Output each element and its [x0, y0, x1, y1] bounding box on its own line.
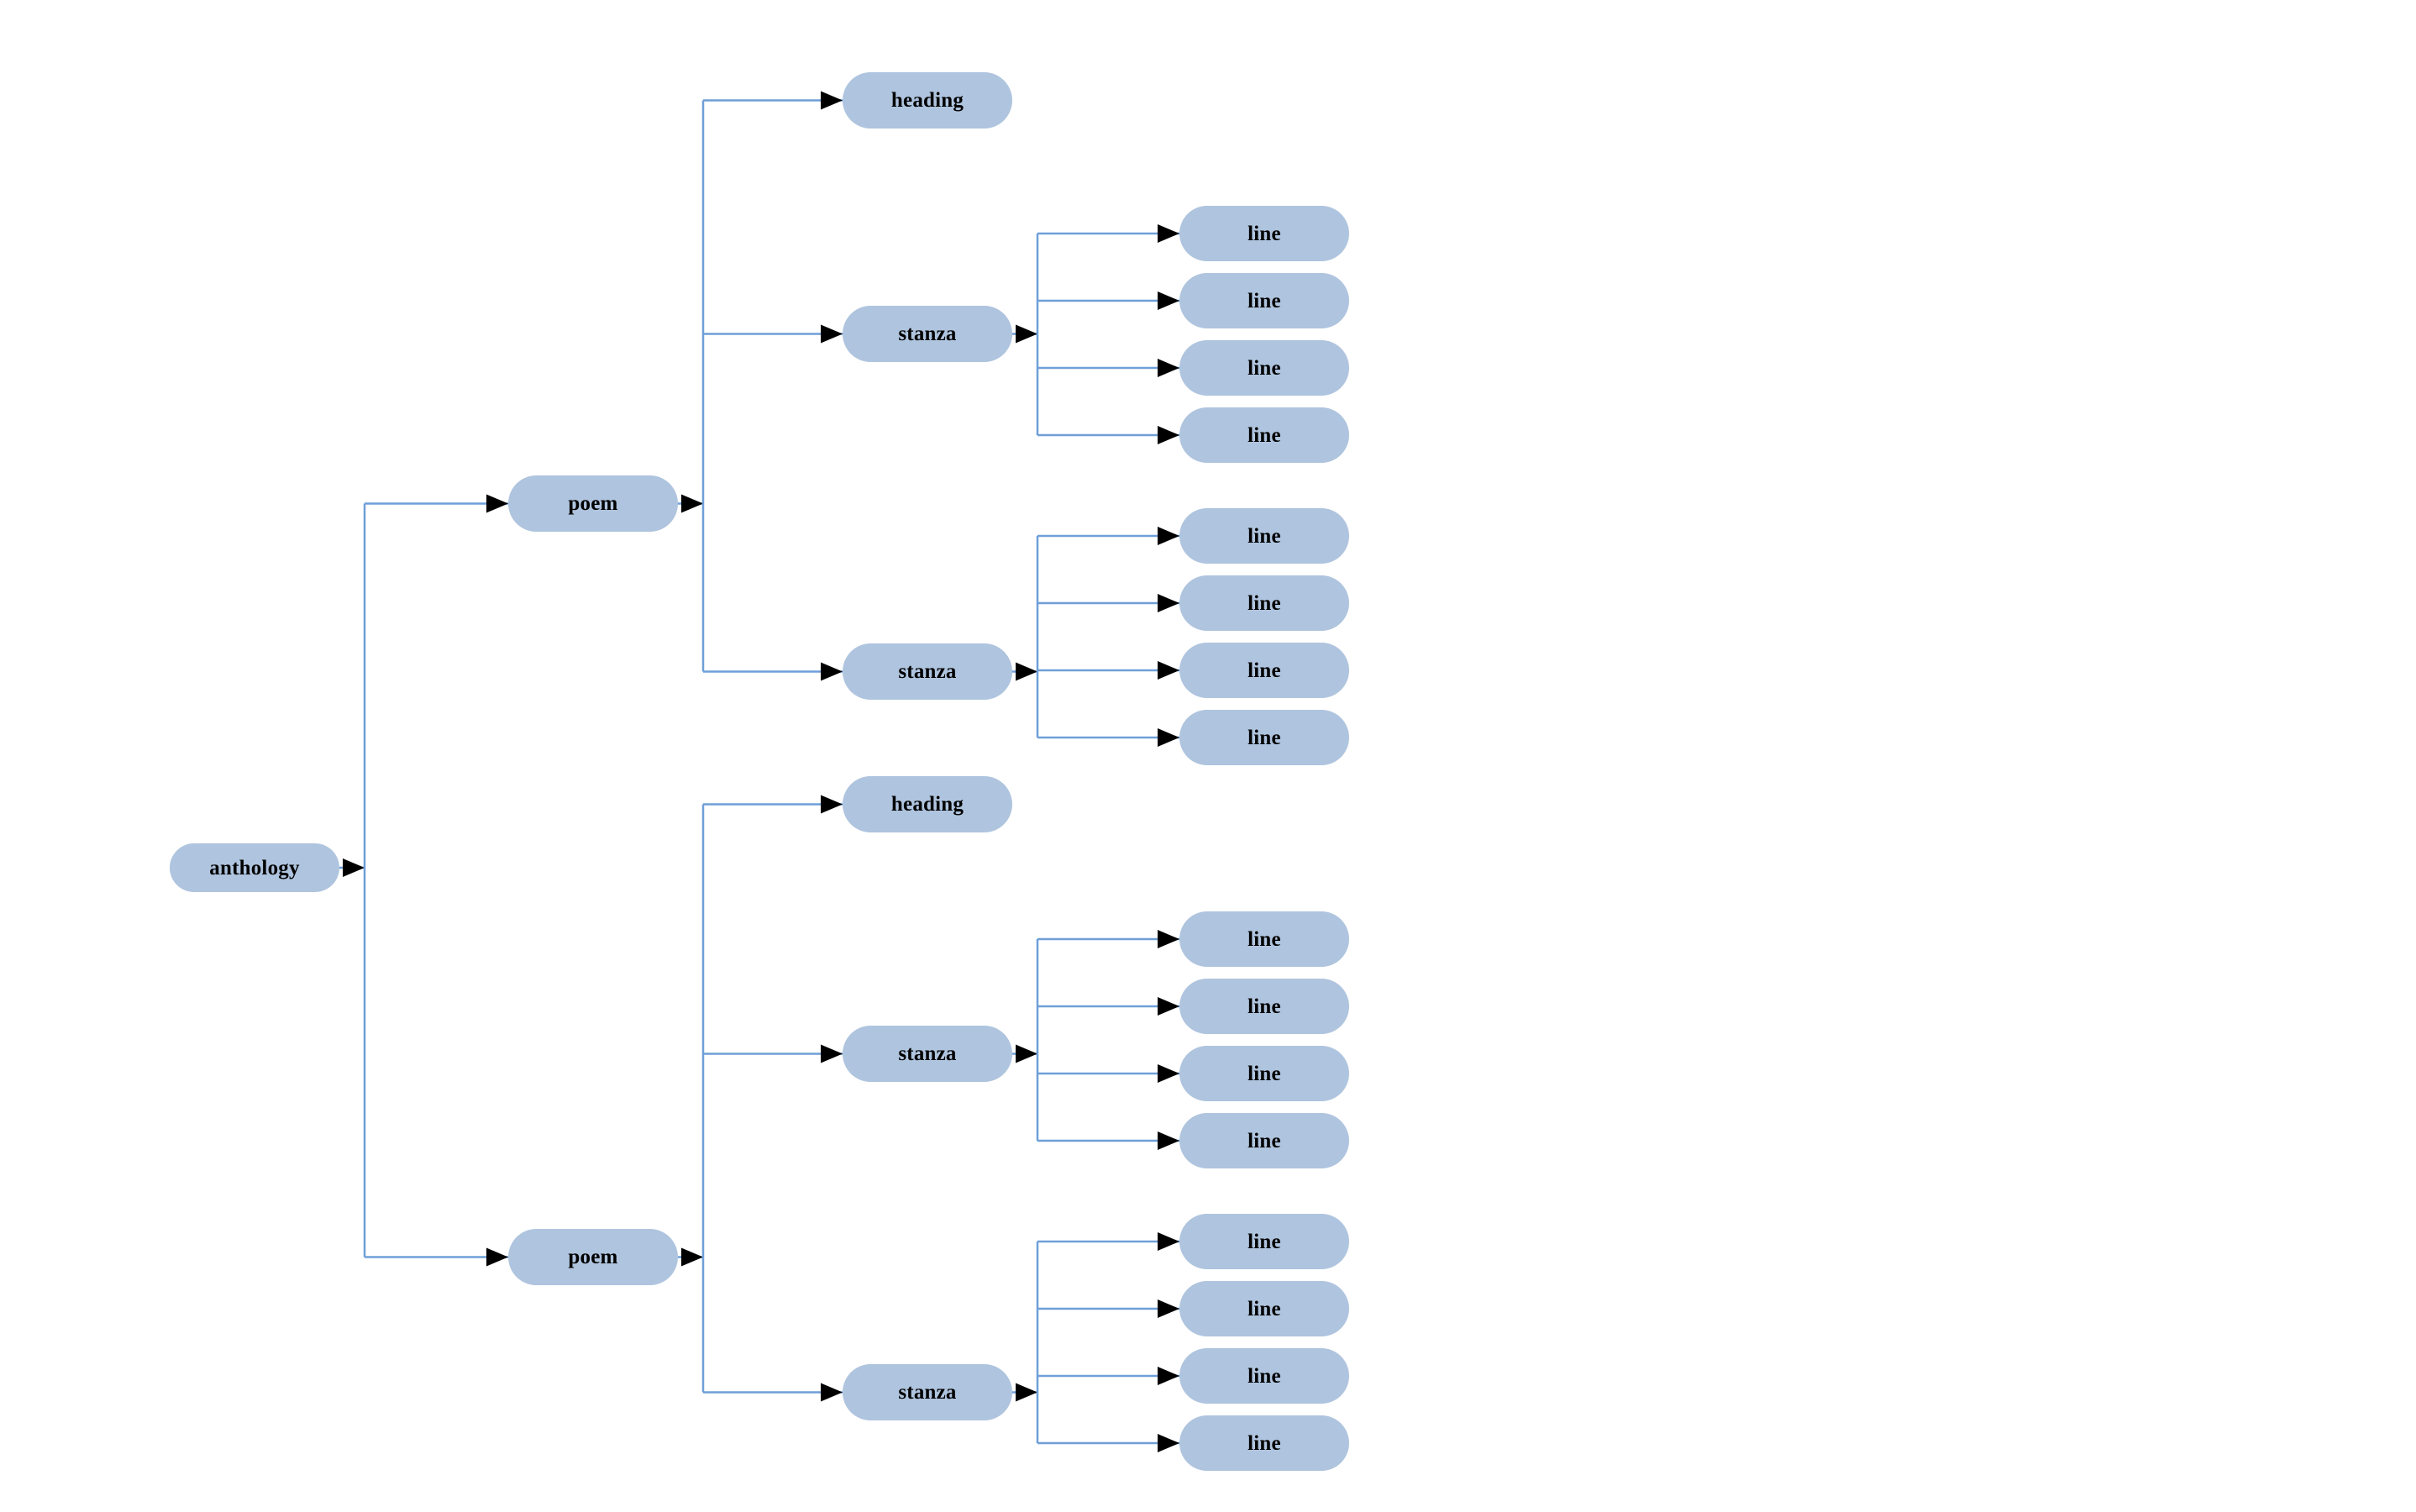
- arrowhead: [1158, 1434, 1179, 1452]
- node-label: line: [1247, 927, 1281, 951]
- node-label: line: [1247, 222, 1281, 245]
- node-stanza1b[interactable]: stanza: [843, 643, 1012, 700]
- arrowhead: [1158, 426, 1179, 444]
- node-heading1[interactable]: heading: [843, 72, 1012, 129]
- arrowhead: [1158, 1064, 1179, 1083]
- arrowhead: [821, 662, 843, 681]
- node-label: line: [1247, 1129, 1281, 1152]
- arrowhead: [1158, 527, 1179, 545]
- node-line2a1[interactable]: line: [1179, 911, 1349, 967]
- node-label: line: [1247, 356, 1281, 380]
- arrowhead: [821, 795, 843, 814]
- node-stanza2a[interactable]: stanza: [843, 1026, 1012, 1082]
- node-line2b2[interactable]: line: [1179, 1281, 1349, 1336]
- node-label: stanza: [898, 323, 957, 345]
- node-label: anthology: [209, 856, 300, 879]
- arrowhead: [1158, 224, 1179, 243]
- node-heading2[interactable]: heading: [843, 776, 1012, 832]
- arrowhead: [486, 494, 508, 513]
- arrowhead: [1158, 661, 1179, 680]
- arrowhead: [821, 1044, 843, 1063]
- node-label: line: [1247, 591, 1281, 615]
- arrowhead: [1158, 728, 1179, 747]
- node-line1a4[interactable]: line: [1179, 407, 1349, 463]
- node-stanza2b[interactable]: stanza: [843, 1364, 1012, 1420]
- node-label: line: [1247, 1062, 1281, 1085]
- arrowhead-bus-stanza2b: [1016, 1383, 1037, 1402]
- arrowhead: [821, 1383, 843, 1402]
- node-label: poem: [568, 1246, 618, 1268]
- arrowhead-bus-stanza1a: [1016, 324, 1037, 344]
- node-label: line: [1247, 1230, 1281, 1253]
- node-line2b3[interactable]: line: [1179, 1348, 1349, 1404]
- node-label: heading: [890, 793, 964, 816]
- node-label: poem: [568, 492, 618, 515]
- node-label: stanza: [898, 1381, 957, 1404]
- node-label: stanza: [898, 660, 957, 683]
- arrowhead: [1158, 359, 1179, 377]
- arrowhead: [1158, 1131, 1179, 1150]
- node-poem2[interactable]: poem: [508, 1229, 678, 1285]
- arrowhead: [1158, 1232, 1179, 1251]
- node-label: line: [1247, 1364, 1281, 1388]
- arrowhead: [1158, 930, 1179, 948]
- node-poem1[interactable]: poem: [508, 475, 678, 532]
- node-label: line: [1247, 1297, 1281, 1320]
- node-label: line: [1247, 995, 1281, 1018]
- node-line2a4[interactable]: line: [1179, 1113, 1349, 1168]
- node-line2a2[interactable]: line: [1179, 979, 1349, 1034]
- node-line1a2[interactable]: line: [1179, 273, 1349, 328]
- node-anthology[interactable]: anthology: [170, 843, 339, 892]
- node-label: line: [1247, 289, 1281, 312]
- node-label: line: [1247, 659, 1281, 682]
- node-label: line: [1247, 524, 1281, 548]
- arrowhead: [1158, 1367, 1179, 1385]
- node-line2b1[interactable]: line: [1179, 1214, 1349, 1269]
- node-label: line: [1247, 1431, 1281, 1455]
- node-label: stanza: [898, 1042, 957, 1065]
- arrowhead: [1158, 594, 1179, 612]
- arrowhead-bus-stanza2a: [1016, 1044, 1037, 1063]
- node-line1b3[interactable]: line: [1179, 643, 1349, 698]
- node-line1b4[interactable]: line: [1179, 710, 1349, 765]
- node-line2b4[interactable]: line: [1179, 1415, 1349, 1471]
- arrowhead: [1158, 1299, 1179, 1318]
- arrowhead: [821, 91, 843, 110]
- node-line1a1[interactable]: line: [1179, 206, 1349, 261]
- node-line1a3[interactable]: line: [1179, 340, 1349, 396]
- node-label: line: [1247, 726, 1281, 749]
- node-line1b2[interactable]: line: [1179, 575, 1349, 631]
- node-line1b1[interactable]: line: [1179, 508, 1349, 564]
- arrowhead-bus-poem2: [681, 1247, 703, 1267]
- node-line2a3[interactable]: line: [1179, 1046, 1349, 1101]
- arrowhead-bus-anthology: [343, 858, 365, 877]
- arrowhead: [1158, 291, 1179, 310]
- arrowhead: [1158, 997, 1179, 1016]
- arrowhead: [821, 324, 843, 344]
- arrowhead: [486, 1247, 508, 1267]
- node-stanza1a[interactable]: stanza: [843, 306, 1012, 362]
- arrowhead-bus-stanza1b: [1016, 662, 1037, 681]
- arrowhead-bus-poem1: [681, 494, 703, 513]
- node-label: line: [1247, 423, 1281, 447]
- node-label: heading: [890, 89, 964, 112]
